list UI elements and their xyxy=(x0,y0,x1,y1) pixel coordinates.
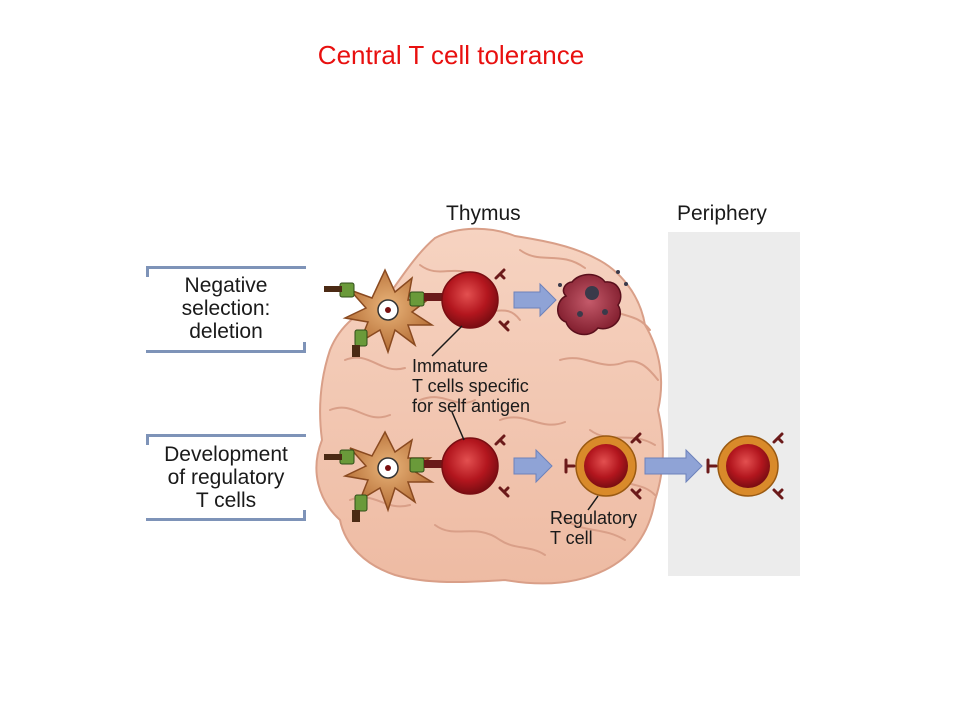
regulatory-callout-line-1: Regulatory xyxy=(550,508,638,528)
immature-line-1: Immature xyxy=(412,356,489,376)
arrow-to-periphery xyxy=(644,448,703,484)
regulatory-development-label: Development of regulatory T cells xyxy=(146,434,306,521)
arrow-to-deletion xyxy=(513,282,557,318)
regulatory-line-1: Development xyxy=(164,443,288,466)
row-regulatory xyxy=(324,430,784,522)
immature-t-cells-callout: Immature T cells specific for self antig… xyxy=(412,356,530,416)
immature-t-cell-2 xyxy=(441,437,499,495)
regulatory-line-2: of regulatory xyxy=(167,466,285,489)
arrow-to-regulatory xyxy=(513,448,553,484)
negative-line-1: Negative xyxy=(184,274,268,297)
periphery-panel xyxy=(668,232,800,576)
thymus-header: Thymus xyxy=(446,202,521,225)
regulatory-line-3: T cells xyxy=(195,489,257,512)
row-negative xyxy=(324,268,628,357)
callout-lines xyxy=(431,325,599,511)
immature-t-cell-1 xyxy=(441,271,499,329)
regulatory-t-cell-callout: Regulatory T cell xyxy=(550,508,637,548)
negative-selection-label: Negative selection: deletion xyxy=(146,266,306,353)
regulatory-callout-line-2: T cell xyxy=(550,528,593,548)
negative-line-3: deletion xyxy=(189,320,263,343)
immature-line-3: for self antigen xyxy=(412,396,531,416)
negative-line-2: selection: xyxy=(181,297,271,320)
slide-title: Central T cell tolerance xyxy=(317,40,585,70)
immature-line-2: T cells specific xyxy=(412,376,529,396)
apoptotic-cell xyxy=(557,270,628,336)
periphery-header: Periphery xyxy=(677,202,767,225)
